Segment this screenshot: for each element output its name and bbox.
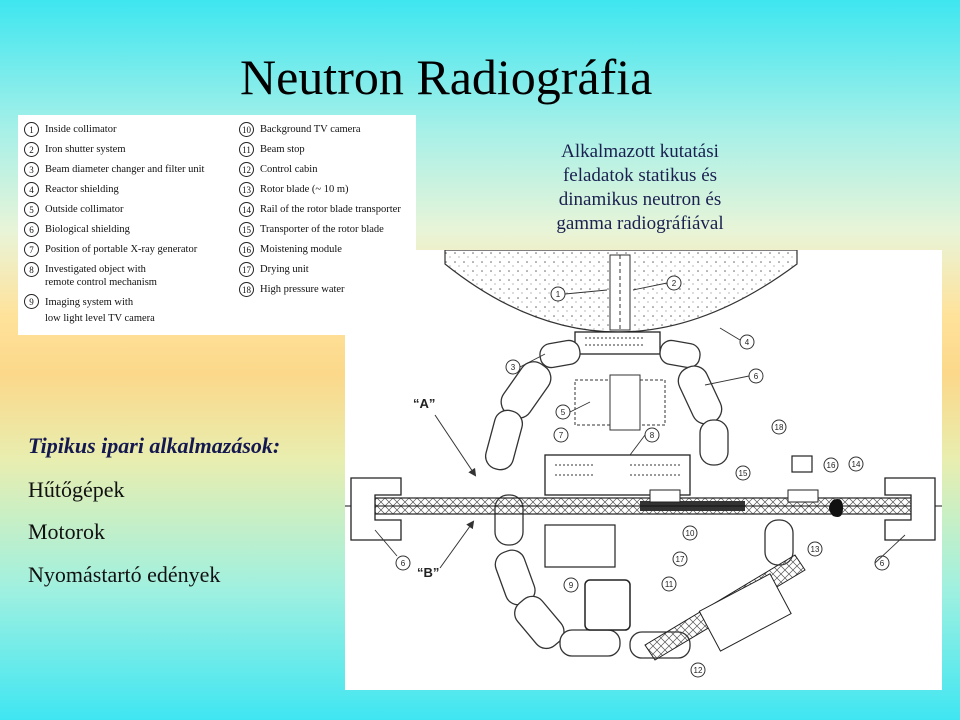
legend-number: 4 bbox=[24, 182, 39, 197]
facility-diagram: 1 2 3 4 5 6 7 8 9 10 11 12 13 14 15 16 1… bbox=[345, 249, 942, 690]
legend-label: Drying unit bbox=[260, 264, 309, 275]
iron-shutter-system bbox=[574, 331, 661, 355]
label-b: “B” bbox=[417, 565, 439, 580]
left-end-block bbox=[350, 477, 402, 541]
callout-2: 2 bbox=[672, 279, 677, 288]
application-item: Nyomástartó edények bbox=[28, 562, 221, 587]
legend-number: 6 bbox=[24, 222, 39, 237]
legend-number: 16 bbox=[239, 242, 254, 257]
legend-box: 1 Inside collimator 2 Iron shutter syste… bbox=[18, 115, 416, 335]
callout-3: 3 bbox=[511, 363, 516, 372]
legend-number: 12 bbox=[239, 162, 254, 177]
legend-number: 5 bbox=[24, 202, 39, 217]
legend-label: Biological shielding bbox=[45, 224, 130, 235]
beam-stop bbox=[584, 579, 631, 631]
right-end-block bbox=[884, 477, 936, 541]
legend-number: 10 bbox=[239, 122, 254, 137]
callout-6-left: 6 bbox=[401, 559, 406, 568]
legend-number: 7 bbox=[24, 242, 39, 257]
callout-15: 15 bbox=[739, 469, 748, 478]
legend-number: 3 bbox=[24, 162, 39, 177]
caption: Alkalmazott kutatási feladatok statikus … bbox=[520, 140, 760, 236]
legend-number: 11 bbox=[239, 142, 254, 157]
legend-label: Reactor shielding bbox=[45, 184, 119, 195]
caption-line: Alkalmazott kutatási bbox=[561, 141, 719, 162]
legend-number: 1 bbox=[24, 122, 39, 137]
legend-number: 8 bbox=[24, 262, 39, 277]
callout-9: 9 bbox=[569, 581, 574, 590]
biological-shielding bbox=[484, 339, 794, 659]
legend-label: Control cabin bbox=[260, 164, 318, 175]
legend-label: Outside collimator bbox=[45, 204, 124, 215]
callout-8: 8 bbox=[650, 431, 655, 440]
callout-6b: 6 bbox=[880, 559, 885, 568]
applications-title: Tipikus ipari alkalmazások: bbox=[28, 433, 281, 458]
callout-6: 6 bbox=[754, 372, 759, 381]
legend-number: 13 bbox=[239, 182, 254, 197]
rotor-clamp bbox=[829, 499, 843, 517]
legend-label: Beam stop bbox=[260, 144, 305, 155]
callout-16: 16 bbox=[827, 461, 836, 470]
legend-label: Moistening module bbox=[260, 244, 342, 255]
callout-11: 11 bbox=[665, 580, 674, 589]
arrow-a bbox=[434, 414, 477, 477]
legend-label: Position of portable X-ray generator bbox=[45, 244, 198, 255]
water-pump bbox=[791, 455, 813, 473]
legend-number: 14 bbox=[239, 202, 254, 217]
callout-14: 14 bbox=[852, 460, 861, 469]
caption-line: feladatok statikus és bbox=[562, 165, 718, 186]
legend-label: Rotor blade (~ 10 m) bbox=[260, 184, 349, 195]
slide-title: Neutron Radiográfia bbox=[240, 49, 653, 105]
callout-1: 1 bbox=[556, 290, 561, 299]
imaging-system bbox=[544, 524, 616, 568]
legend-label: Imaging system with bbox=[45, 297, 134, 308]
legend-number: 2 bbox=[24, 142, 39, 157]
legend-label: Background TV camera bbox=[260, 124, 361, 135]
legend-label: High pressure water pump bbox=[260, 284, 372, 295]
legend-number: 17 bbox=[239, 262, 254, 277]
legend-label: Iron shutter system bbox=[45, 144, 126, 155]
legend-label: Inside collimator bbox=[45, 124, 117, 135]
callout-12: 12 bbox=[694, 666, 703, 675]
application-item: Hűtőgépek bbox=[28, 477, 125, 502]
callout-17: 17 bbox=[676, 555, 685, 564]
callout-4: 4 bbox=[745, 338, 750, 347]
legend-label: Transporter of the rotor blade bbox=[260, 224, 384, 235]
legend-label-continued: remote control mechanism bbox=[45, 277, 157, 288]
callout-7: 7 bbox=[559, 431, 564, 440]
callout-10: 10 bbox=[686, 529, 695, 538]
facility-diagram-svg: 1 2 3 4 5 6 7 8 9 10 11 12 13 14 15 16 1… bbox=[345, 249, 942, 690]
legend-label: Rail of the rotor blade transporter bbox=[260, 204, 401, 215]
callout-13: 13 bbox=[811, 545, 820, 554]
caption-line: dinamikus neutron és bbox=[558, 189, 722, 210]
label-a: “A” bbox=[413, 396, 435, 411]
legend-label: Beam diameter changer and filter unit bbox=[45, 164, 205, 175]
leader-lines bbox=[374, 282, 906, 564]
legend-number: 15 bbox=[239, 222, 254, 237]
investigated-object-mechanism bbox=[544, 454, 691, 496]
caption-line: gamma radiográfiával bbox=[556, 213, 724, 234]
callout-numbers: 1 2 3 4 5 6 7 8 9 10 11 12 13 14 15 16 1… bbox=[511, 279, 885, 675]
arrow-b bbox=[439, 520, 475, 569]
legend-label-continued: low light level TV camera bbox=[45, 313, 155, 324]
control-cabin bbox=[698, 573, 792, 652]
legend-label: Investigated object with bbox=[45, 264, 146, 275]
callout-5: 5 bbox=[561, 408, 566, 417]
application-item: Motorok bbox=[28, 519, 105, 544]
legend-number: 18 bbox=[239, 282, 254, 297]
legend-number: 9 bbox=[24, 294, 39, 309]
callout-18: 18 bbox=[775, 423, 784, 432]
